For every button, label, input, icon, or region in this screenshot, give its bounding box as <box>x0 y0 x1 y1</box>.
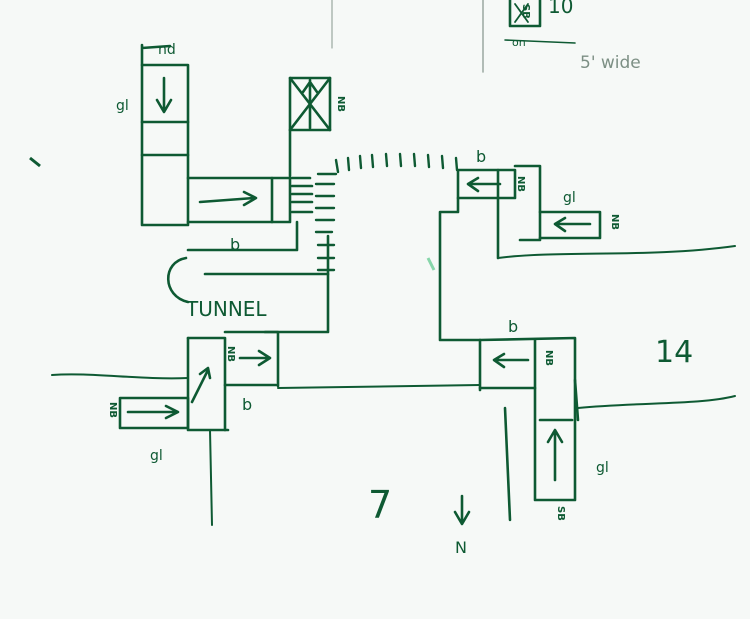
top-note-number: 10 <box>548 0 573 18</box>
right-upper-ramps <box>438 164 602 342</box>
north-arrow <box>453 494 471 526</box>
bridge-label-lower-right: b <box>508 317 518 336</box>
ramp-b-upper-left <box>186 220 299 252</box>
ramp-label-top-left: gl <box>116 98 129 114</box>
tunnel-label: TUNNEL <box>185 297 267 321</box>
bridge-label-lower-left: b <box>242 395 252 414</box>
ramp-label-top-stub: nd <box>158 42 176 58</box>
bridge-label-mid-left: b <box>230 235 240 254</box>
nb-label-6: NB <box>543 350 554 366</box>
nb-label-4: NB <box>515 176 526 192</box>
section-number-14: 14 <box>655 335 693 370</box>
tunnel-structure <box>166 234 330 334</box>
nb-label-2: NB <box>225 346 236 362</box>
section-number-7: 7 <box>368 483 392 527</box>
ramp-label-right-lower: gl <box>596 460 609 476</box>
bridge-label-upper-right: b <box>476 147 486 166</box>
top-horizontal-ramp <box>186 176 314 224</box>
top-left-vertical-ramp <box>140 43 190 227</box>
dashed-overpass <box>314 152 459 272</box>
sb-label-1: SB <box>555 506 566 521</box>
nb-label-1: NB <box>335 96 346 112</box>
ramp-label-left-lower: gl <box>150 448 163 464</box>
nb-label-5: NB <box>609 214 620 230</box>
right-lower-ramps <box>478 336 580 522</box>
width-note: 5' wide <box>580 53 641 73</box>
left-center-ramps <box>186 330 280 432</box>
lower-left-ramp <box>118 396 190 430</box>
sb-label-2: SB <box>520 4 531 19</box>
top-note-box <box>331 0 576 73</box>
stray-mark <box>29 156 41 168</box>
road-lines <box>51 245 736 526</box>
stray-green-mark <box>426 257 436 271</box>
compass-letter: N <box>455 538 467 557</box>
ramp-label-right-upper: gl <box>563 190 576 206</box>
x-structure-box <box>288 76 332 132</box>
top-note-small-label: on <box>512 36 526 49</box>
nb-label-3: NB <box>107 402 118 418</box>
